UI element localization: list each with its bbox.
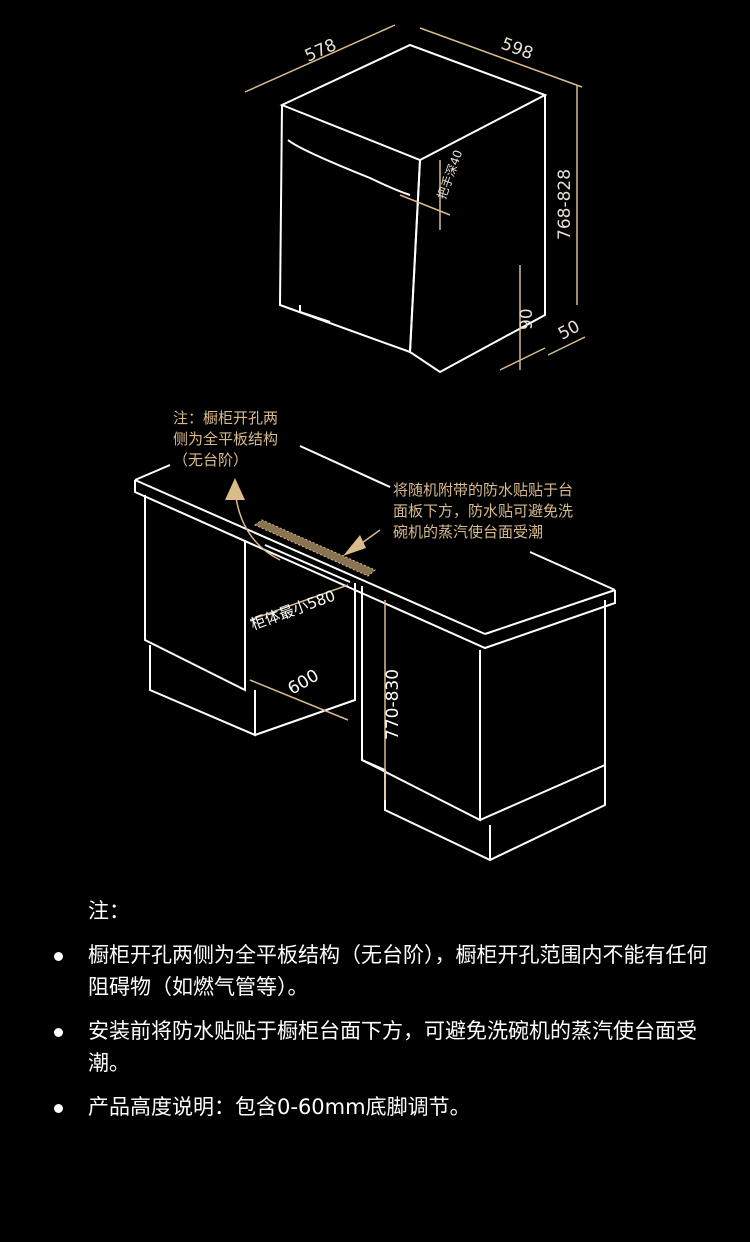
installation-diagram: 578 598 768-828 90 50 把手深40 柜体最小580 600 …: [134, 24, 616, 862]
width-dimension-label: 598: [498, 34, 535, 64]
cabinet-height-label: 770-830: [383, 669, 403, 740]
note-line: 将随机附带的防水贴贴于台: [393, 481, 574, 499]
note-item: 产品高度说明：包含0-60mm底脚调节。: [54, 1091, 720, 1123]
cabinet-drawing: [134, 445, 616, 862]
height-dimension-label: 768-828: [555, 169, 575, 240]
note-line: 面板下方，防水贴可避免洗: [393, 502, 574, 520]
cabinet-min-width-label: 柜体最小580: [248, 587, 337, 634]
notes-title: 注：: [88, 899, 130, 923]
dishwasher-drawing: [244, 24, 586, 374]
depth-dimension-label: 578: [302, 35, 340, 66]
notes-section: 注： 橱柜开孔两侧为全平板结构（无台阶），橱柜开孔范围内不能有任何阻碍物（如燃气…: [54, 895, 720, 1135]
note-line: 侧为全平板结构: [173, 430, 279, 448]
kick-height-label: 90: [517, 308, 537, 330]
note-item: 安装前将防水贴贴于橱柜台面下方，可避免洗碗机的蒸汽使台面受潮。: [54, 1015, 720, 1079]
cabinet-depth-label: 600: [285, 666, 323, 700]
note-line: 碗机的蒸汽使台面受潮: [393, 523, 544, 541]
cabinet-note-right: 将随机附带的防水贴贴于台 面板下方，防水贴可避免洗 碗机的蒸汽使台面受潮: [393, 480, 573, 543]
note-line: （无台阶）: [173, 451, 249, 469]
cabinet-note-left: 注：橱柜开孔两 侧为全平板结构 （无台阶）: [173, 408, 278, 471]
note-line: 注：橱柜开孔两: [173, 409, 279, 427]
note-item: 橱柜开孔两侧为全平板结构（无台阶），橱柜开孔范围内不能有任何阻碍物（如燃气管等）…: [54, 939, 720, 1003]
